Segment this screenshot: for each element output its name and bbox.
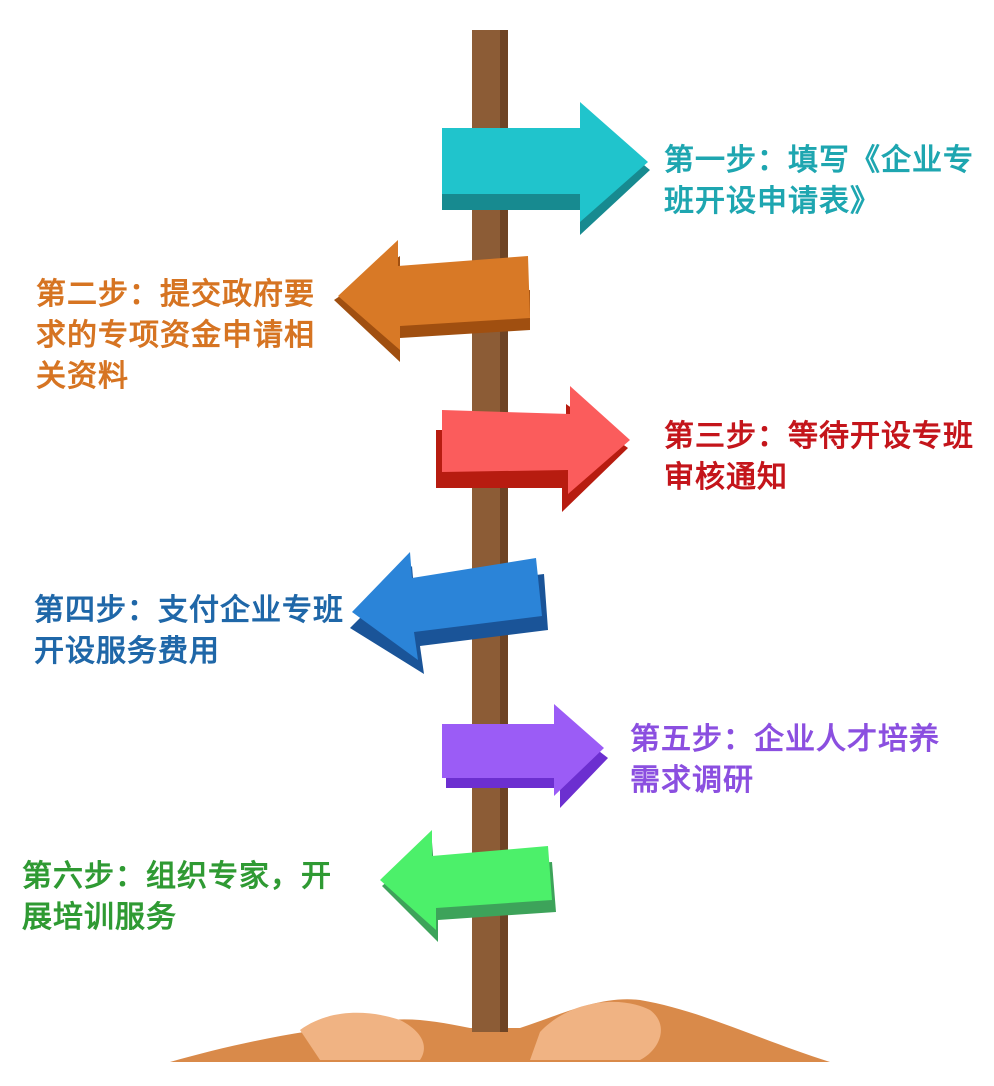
arrow-step-3-face: [442, 386, 630, 494]
pole-shade: [500, 30, 508, 1032]
arrow-step-1: [442, 102, 650, 235]
arrow-step-5-face: [442, 704, 604, 796]
arrow-step-1-face: [442, 102, 648, 222]
ground-highlight-left: [300, 1012, 424, 1060]
arrow-step-6-face: [380, 830, 552, 930]
step-4-label: 第四步：支付企业专班开设服务费用: [34, 593, 344, 669]
arrow-step-4: [350, 552, 548, 674]
arrow-step-6: [380, 830, 556, 942]
step-1-label: 第一步：填写《企业专班开设申请表》: [664, 143, 974, 219]
step-5-label: 第五步：企业人才培养需求调研: [630, 722, 940, 798]
arrow-step-2: [334, 240, 530, 362]
step-6-label: 第六步：组织专家，开展培训服务: [22, 859, 332, 935]
step-3-label: 第三步：等待开设专班审核通知: [664, 419, 974, 495]
arrow-step-2-face: [338, 240, 530, 350]
step-2-label: 第二步：提交政府要求的专项资金申请相关资料: [36, 277, 315, 394]
arrow-step-5: [442, 704, 608, 808]
ground-highlight-right: [530, 1001, 661, 1060]
arrow-step-4-face: [352, 552, 542, 660]
arrow-step-3: [436, 386, 630, 512]
